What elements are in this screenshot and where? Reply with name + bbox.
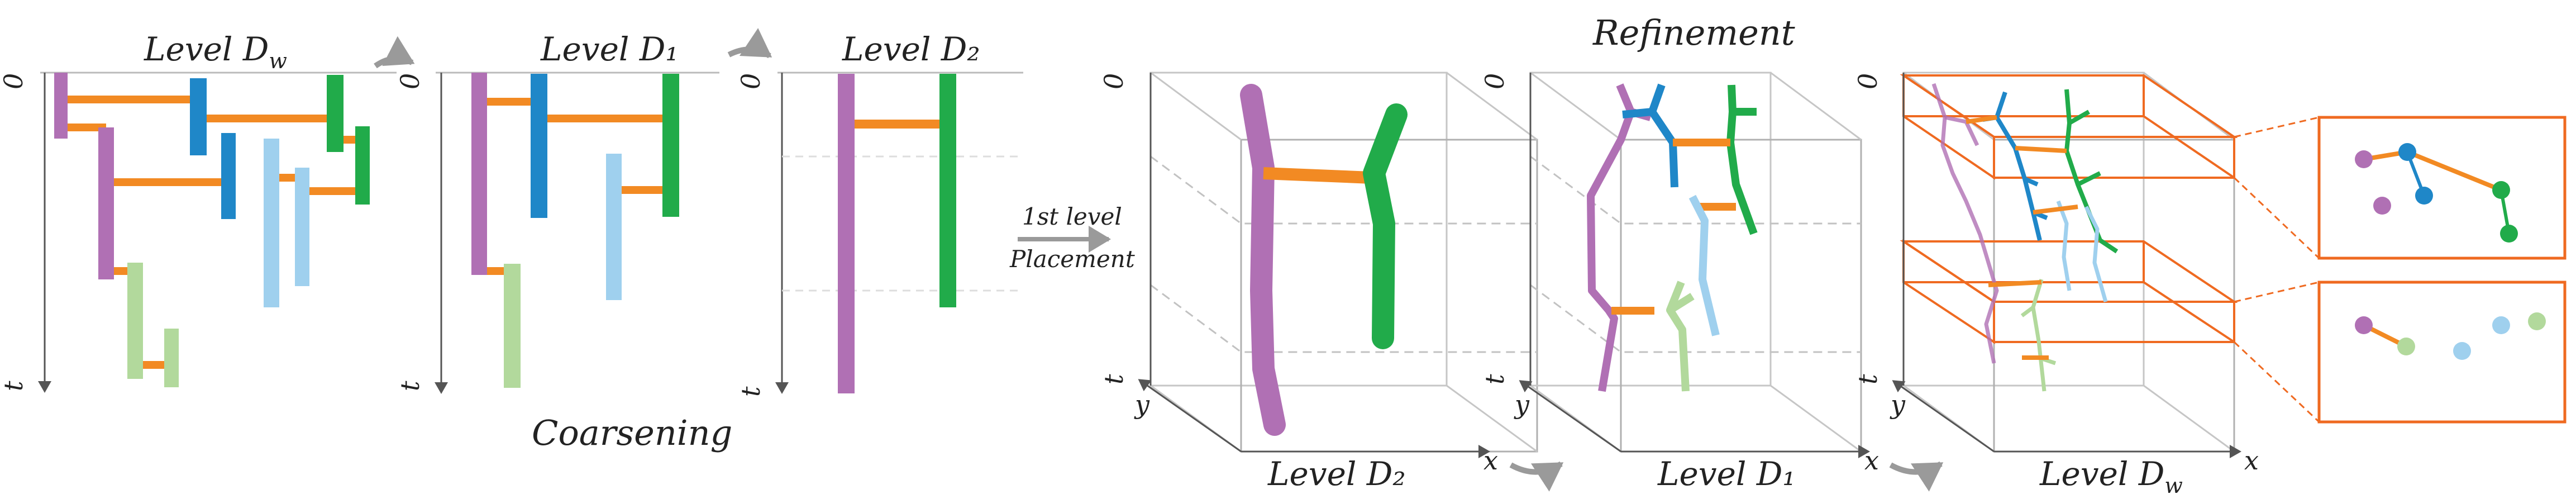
axis-t-label: t (1853, 374, 1883, 384)
axis-y-label: y (1134, 390, 1150, 420)
node-lightblue (2453, 342, 2471, 360)
panel-level-dw: Level Dw 0 t (0, 30, 397, 393)
node-lightgreen (2528, 312, 2546, 330)
tube-green (2064, 89, 2102, 241)
tube-purple (1587, 83, 1635, 392)
tube-lightblue (1688, 194, 1720, 336)
axis-y-label: y (1514, 390, 1530, 420)
bar-purple-1 (54, 73, 68, 139)
tube-green (1363, 103, 1408, 349)
label-coarsening: Coarsening (532, 412, 732, 453)
slab-bottom (1900, 239, 2238, 344)
axis-zero: 0 (736, 73, 766, 89)
panel-level-d1: Level D₁ 0 t (395, 30, 719, 394)
node-green (2500, 225, 2518, 243)
bar-green-2 (355, 126, 370, 205)
tube-lightblue (2084, 206, 2108, 302)
axis-zero: 0 (0, 73, 28, 89)
callout-lines (2233, 116, 2320, 423)
node-blue (2398, 143, 2416, 161)
tube-blue (1648, 83, 1678, 188)
label-level-dw-top: Level Dw (144, 30, 287, 73)
label-level-d1-bottom: Level D₁ (1657, 455, 1796, 493)
axis-t-label: t (395, 381, 425, 391)
axis-x-label: x (1864, 445, 1879, 476)
bar-lightgreen-1 (127, 263, 143, 379)
box3d-level-dw (1892, 72, 2241, 458)
label-first-level: 1st level (1022, 203, 1122, 230)
arrow-dw-to-d1 (374, 36, 415, 69)
axis-zero: 0 (1480, 73, 1510, 89)
node-lightblue (2492, 316, 2510, 334)
label-level-d2-top: Level D₂ (842, 30, 980, 68)
axis-x-label: x (1483, 445, 1498, 476)
axis-t-label: t (736, 386, 766, 397)
arrow-d1-to-d2 (727, 28, 772, 59)
links (1966, 115, 2078, 360)
axis-t-label: t (1099, 374, 1129, 384)
tube-lightgreen (1666, 281, 1690, 392)
bar-purple (838, 74, 855, 393)
tube-green (1726, 84, 1758, 235)
label-placement: Placement (1009, 245, 1135, 273)
axis-x-label: x (2244, 445, 2259, 476)
node-green (2492, 181, 2510, 199)
tube-blue (1995, 91, 2042, 241)
axis-zero: 0 (1099, 73, 1129, 89)
bar-lightblue-1 (264, 139, 279, 307)
inset-bottom (2317, 281, 2567, 424)
bar-green (939, 74, 956, 307)
node-blue (2415, 187, 2433, 205)
box3d-level-d1 (1519, 72, 1870, 458)
panel-level-d2: Level D₂ 0 t (736, 30, 1023, 397)
node-lightgreen (2397, 338, 2415, 355)
tube-lightgreen (2031, 278, 2047, 392)
links (480, 98, 670, 275)
node-purple (2355, 316, 2373, 334)
arrow-d1-to-dw (1889, 461, 1944, 492)
bar-lightgreen (504, 264, 521, 388)
link-orange (1263, 167, 1372, 184)
box3d-level-d2 (1138, 72, 1538, 458)
tube-purple (1240, 84, 1286, 436)
axis-t-label: t (0, 381, 28, 391)
axis-t-label: t (1480, 374, 1510, 384)
bar-purple-2 (98, 127, 114, 279)
label-level-dw-bottom: Level Dw (2039, 455, 2183, 494)
label-level-d2-bottom: Level D₂ (1267, 455, 1406, 493)
bar-green (662, 74, 679, 217)
bar-lightblue (606, 154, 622, 300)
bar-blue-2 (221, 133, 236, 219)
label-level-d1-top: Level D₁ (540, 30, 679, 68)
tube-purple (1931, 83, 1999, 364)
arrow-d2-to-d1 (1509, 461, 1564, 492)
node-purple (2373, 197, 2391, 215)
bar-purple (471, 73, 487, 275)
bar-lightgreen-2 (164, 329, 179, 387)
bar-blue (531, 74, 547, 218)
node-purple (2355, 150, 2373, 168)
axis-y-label: y (1890, 390, 1906, 420)
axis-zero: 0 (1853, 73, 1883, 89)
bar-lightblue-2 (295, 168, 309, 286)
bar-green-1 (327, 75, 344, 152)
axis-zero: 0 (395, 73, 425, 89)
bar-blue-1 (190, 78, 207, 155)
inset-top (2317, 116, 2567, 260)
label-refinement: Refinement (1592, 12, 1795, 53)
